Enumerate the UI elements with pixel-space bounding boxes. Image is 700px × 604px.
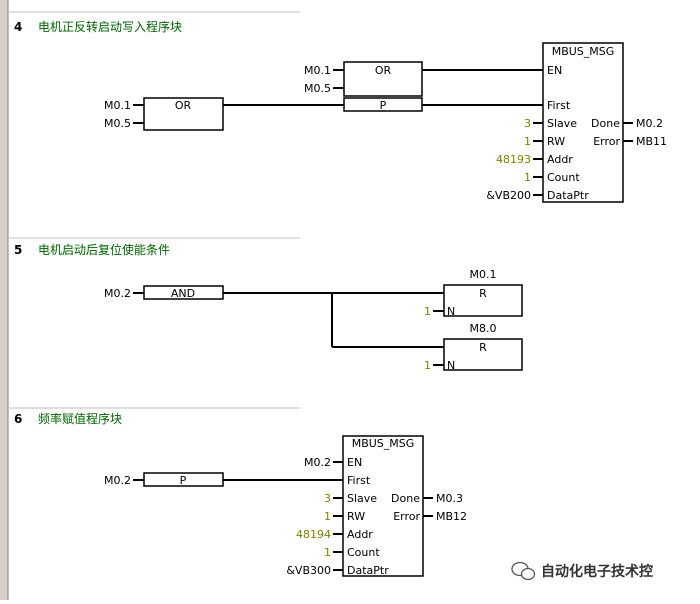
done-value: M0.3 (436, 492, 463, 505)
reset-box[interactable] (443, 338, 523, 371)
reset-address: M0.1 (470, 268, 497, 281)
pin-rw: RW (347, 510, 365, 523)
or-box-label: OR (375, 64, 392, 77)
pin-en: EN (547, 64, 562, 77)
error-value: MB11 (636, 135, 667, 148)
p-input: M0.2 (104, 474, 131, 487)
pin-en: EN (347, 456, 362, 469)
reset-count-value: 1 (424, 305, 431, 318)
or-input-1: M0.1 (104, 99, 131, 112)
wechat-icon (511, 561, 536, 581)
network-5[interactable]: 5 电机启动后复位使能条件 M0.2 AND M0.1 R 1 N M8.0 R… (8, 237, 523, 372)
rw-value: 1 (524, 135, 531, 148)
pin-addr: Addr (347, 528, 373, 541)
or-input-2: M0.5 (104, 117, 131, 130)
block-name: MBUS_MSG (552, 45, 615, 58)
pin-done: Done (391, 492, 420, 505)
dataptr-value: &VB300 (286, 564, 331, 577)
pin-error: Error (393, 510, 420, 523)
done-value: M0.2 (636, 117, 663, 130)
or-input-1: M0.1 (304, 64, 331, 77)
pin-rw: RW (547, 135, 565, 148)
network-title: 电机启动后复位使能条件 (38, 242, 170, 257)
pin-n: N (447, 305, 455, 318)
reset-label: R (479, 287, 487, 300)
addr-value: 48194 (296, 528, 331, 541)
pin-n: N (447, 359, 455, 372)
or-box[interactable] (143, 97, 224, 131)
pin-slave: Slave (347, 492, 377, 505)
network-number: 5 (14, 243, 22, 257)
network-title: 频率赋值程序块 (38, 411, 122, 426)
and-box-label: AND (171, 287, 195, 300)
watermark-text: 自动化电子技术控 (541, 563, 653, 580)
count-value: 1 (324, 546, 331, 559)
or-box-label: OR (175, 99, 192, 112)
dataptr-value: &VB200 (486, 189, 531, 202)
slave-value: 3 (324, 492, 331, 505)
pin-count: Count (347, 546, 380, 559)
reset-label: R (479, 341, 487, 354)
pin-count: Count (547, 171, 580, 184)
p-contact-label: P (380, 99, 387, 112)
network-title: 电机正反转启动写入程序块 (38, 19, 182, 34)
network-number: 6 (14, 412, 22, 426)
pin-slave: Slave (547, 117, 577, 130)
addr-value: 48193 (496, 153, 531, 166)
count-value: 1 (524, 171, 531, 184)
error-value: MB12 (436, 510, 467, 523)
pin-first: First (547, 99, 571, 112)
watermark: 自动化电子技术控 (511, 561, 653, 581)
slave-value: 3 (524, 117, 531, 130)
or-box[interactable] (343, 61, 423, 97)
reset-address: M8.0 (470, 322, 497, 335)
and-input: M0.2 (104, 287, 131, 300)
block-name: MBUS_MSG (352, 437, 415, 450)
pin-first: First (347, 474, 371, 487)
mbus-msg-block[interactable] (342, 435, 424, 577)
network-4[interactable]: 4 电机正反转启动写入程序块 M0.1 M0.5 OR M0.1 M0.5 OR… (8, 11, 667, 203)
reset-count-value: 1 (424, 359, 431, 372)
or-input-2: M0.5 (304, 82, 331, 95)
rw-value: 1 (324, 510, 331, 523)
pin-addr: Addr (547, 153, 573, 166)
pin-dataptr: DataPtr (547, 189, 589, 202)
network-6[interactable]: 6 频率赋值程序块 M0.2 P MBUS_MSG M0.2 EN First … (8, 407, 467, 577)
mbus-msg-block[interactable] (542, 42, 624, 203)
pin-error: Error (593, 135, 620, 148)
en-value: M0.2 (304, 456, 331, 469)
pin-done: Done (591, 117, 620, 130)
pin-dataptr: DataPtr (347, 564, 389, 577)
editor-left-gutter (0, 0, 8, 600)
network-number: 4 (14, 20, 22, 34)
reset-box[interactable] (443, 284, 523, 317)
p-contact-label: P (180, 474, 187, 487)
